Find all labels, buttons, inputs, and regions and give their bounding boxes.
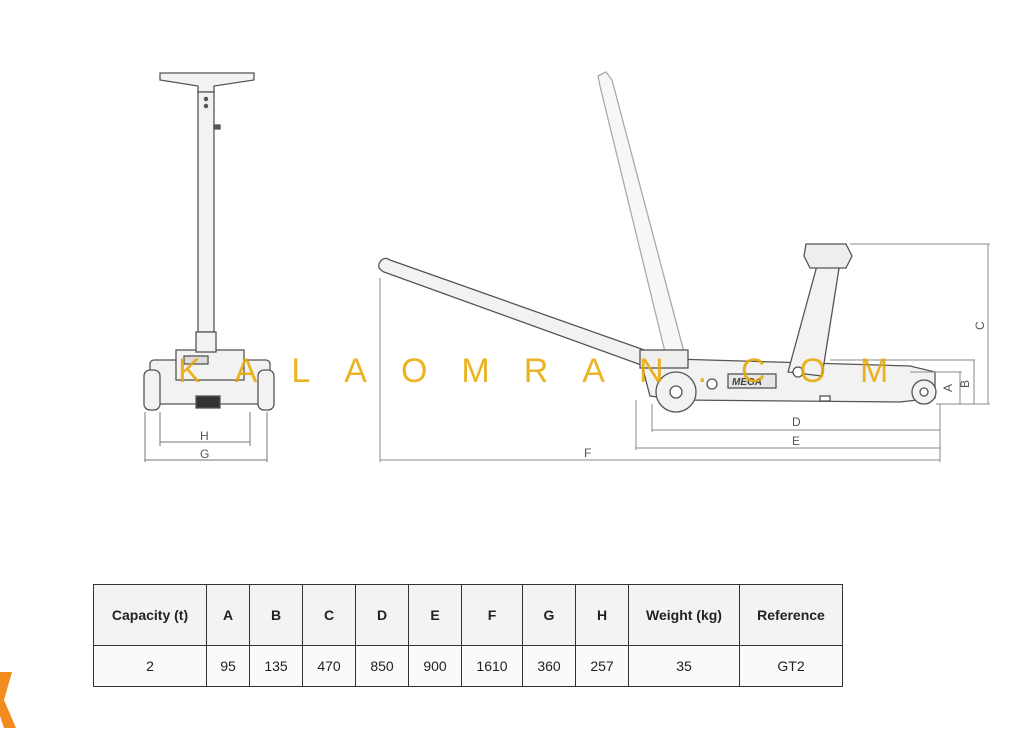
- handle-raised-position: [597, 71, 685, 357]
- t-handle: [159, 72, 255, 93]
- brand-logo-fragment: [0, 672, 16, 728]
- watermark: KALAOMRAN.COM: [178, 352, 923, 390]
- dim-label-e: E: [792, 434, 800, 448]
- cell-d: 850: [355, 645, 409, 687]
- header-reference: Reference: [739, 584, 843, 646]
- header-g: G: [522, 584, 576, 646]
- cell-reference: GT2: [739, 645, 843, 687]
- header-h: H: [575, 584, 629, 646]
- brand-plate-text: MEGA: [732, 377, 762, 388]
- cell-a: 95: [206, 645, 250, 687]
- dim-label-g: G: [200, 447, 209, 461]
- dim-label-h: H: [200, 429, 209, 443]
- front-view-dimensions: [144, 412, 268, 462]
- cell-c: 470: [302, 645, 356, 687]
- side-view-dimensions: [379, 243, 990, 462]
- dim-label-a: A: [941, 384, 955, 392]
- header-c: C: [302, 584, 356, 646]
- brand-plate: [727, 373, 777, 389]
- saddle: [803, 243, 853, 269]
- dim-label-c: C: [973, 321, 987, 330]
- cell-f: 1610: [461, 645, 523, 687]
- cell-e: 900: [408, 645, 462, 687]
- wheel-left: [143, 369, 161, 411]
- dim-label-d: D: [792, 415, 801, 429]
- side-view: [378, 71, 937, 413]
- front-view: [143, 72, 275, 411]
- table-row: 2 95 135 470 850 900 1610 360 257 35 GT2: [93, 645, 843, 687]
- header-d: D: [355, 584, 409, 646]
- handle-lowered: [378, 257, 651, 367]
- cell-h: 257: [575, 645, 629, 687]
- handle-shaft: [197, 91, 215, 333]
- header-weight: Weight (kg): [628, 584, 740, 646]
- header-b: B: [249, 584, 303, 646]
- header-capacity: Capacity (t): [93, 584, 207, 646]
- cell-b: 135: [249, 645, 303, 687]
- specifications-table: Capacity (t) A B C D E F G H Weight (kg)…: [93, 584, 843, 687]
- jack-technical-drawing: H G MEGA: [143, 71, 990, 462]
- base-top: [175, 349, 245, 381]
- cell-capacity: 2: [93, 645, 207, 687]
- cell-weight: 35: [628, 645, 740, 687]
- header-f: F: [461, 584, 523, 646]
- dim-label-f: F: [584, 446, 591, 460]
- header-a: A: [206, 584, 250, 646]
- header-e: E: [408, 584, 462, 646]
- cell-g: 360: [522, 645, 576, 687]
- wheel-right: [257, 369, 275, 411]
- dim-label-b: B: [958, 380, 972, 388]
- table-header-row: Capacity (t) A B C D E F G H Weight (kg)…: [93, 584, 843, 646]
- pump: [639, 349, 689, 369]
- pump-socket: [195, 331, 217, 353]
